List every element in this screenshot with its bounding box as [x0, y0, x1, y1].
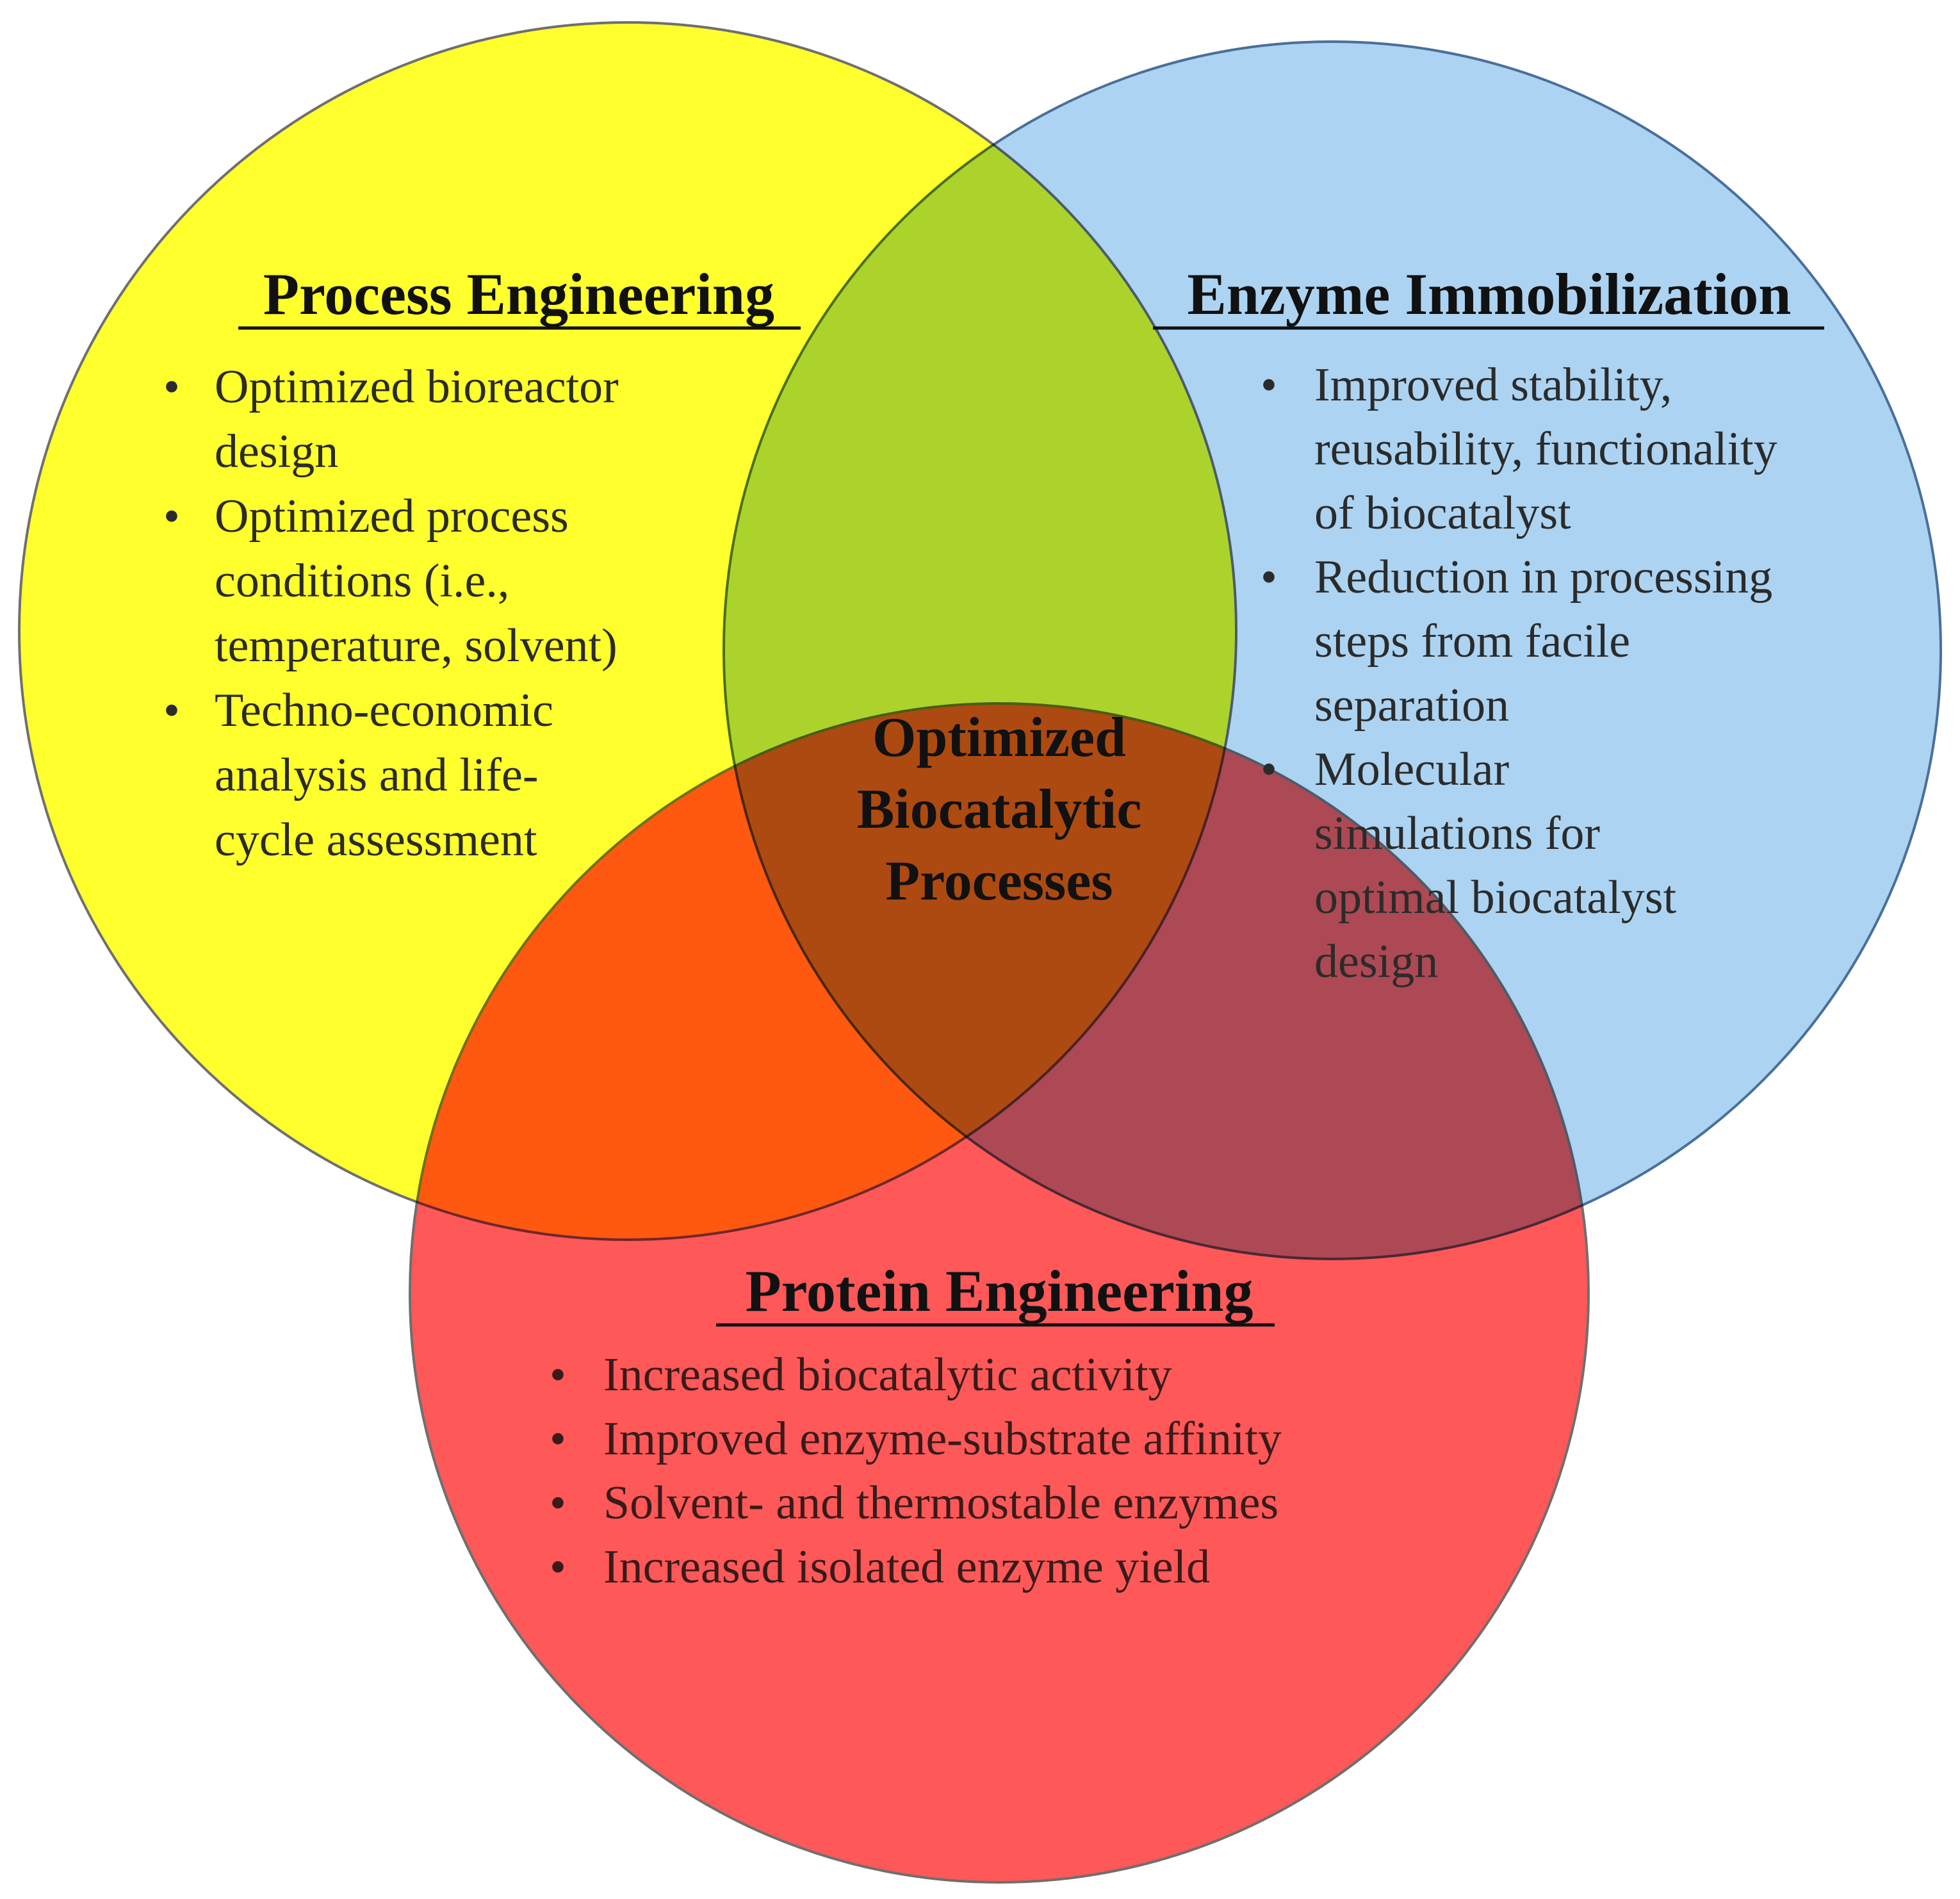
- enzyme-immobilization-block: Enzyme Immobilization • • • Improved sta…: [1153, 261, 1824, 988]
- center-block: Optimized Biocatalytic Processes: [857, 707, 1142, 912]
- enzyme-line-9: optimal biocatalyst: [1314, 871, 1677, 924]
- process-line-6: Techno-economic: [215, 684, 553, 737]
- center-line-1: Optimized: [872, 707, 1126, 769]
- enzyme-immobilization-title: Enzyme Immobilization: [1188, 261, 1792, 327]
- enzyme-line-4: Reduction in processing: [1314, 551, 1772, 604]
- protein-line-4: Increased isolated enzyme yield: [603, 1541, 1210, 1593]
- protein-line-2: Improved enzyme-substrate affinity: [603, 1413, 1282, 1465]
- enzyme-line-5: steps from facile: [1314, 615, 1630, 668]
- enzyme-line-7: Molecular: [1314, 743, 1509, 796]
- process-line-8: cycle assessment: [215, 814, 537, 866]
- process-engineering-title: Process Engineering: [263, 261, 774, 327]
- process-line-2: design: [215, 425, 338, 478]
- process-line-5: temperature, solvent): [215, 620, 617, 672]
- process-line-3: Optimized process: [215, 490, 569, 543]
- protein-engineering-block: Protein Engineering • • • • Increased bi…: [550, 1258, 1282, 1593]
- enzyme-line-3: of biocatalyst: [1314, 487, 1571, 539]
- process-bullet-2: •: [163, 490, 180, 543]
- enzyme-line-2: reusability, functionality: [1314, 423, 1777, 475]
- enzyme-line-8: simulations for: [1314, 807, 1600, 860]
- protein-line-3: Solvent- and thermostable enzymes: [603, 1477, 1278, 1529]
- protein-line-1: Increased biocatalytic activity: [603, 1349, 1172, 1401]
- process-line-4: conditions (i.e.,: [215, 555, 509, 607]
- process-line-7: analysis and life-: [215, 749, 539, 802]
- enzyme-bullet-3: •: [1261, 743, 1277, 796]
- enzyme-bullet-2: •: [1261, 551, 1277, 604]
- protein-bullet-3: •: [550, 1477, 566, 1529]
- protein-bullet-2: •: [550, 1413, 566, 1465]
- enzyme-line-10: design: [1314, 935, 1438, 988]
- process-bullet-3: •: [163, 684, 180, 737]
- protein-bullet-1: •: [550, 1349, 566, 1401]
- enzyme-bullet-1: •: [1261, 359, 1277, 411]
- protein-bullet-4: •: [550, 1541, 566, 1593]
- center-line-3: Processes: [885, 850, 1113, 912]
- center-line-2: Biocatalytic: [857, 778, 1142, 841]
- enzyme-line-6: separation: [1314, 679, 1509, 732]
- process-line-1: Optimized bioreactor: [215, 361, 619, 413]
- enzyme-line-1: Improved stability,: [1314, 359, 1672, 411]
- process-bullet-1: •: [163, 361, 180, 413]
- protein-engineering-title: Protein Engineering: [745, 1258, 1253, 1324]
- process-engineering-block: Process Engineering • • • Optimized bior…: [163, 261, 801, 866]
- protein-engineering-circle: [409, 702, 1590, 1884]
